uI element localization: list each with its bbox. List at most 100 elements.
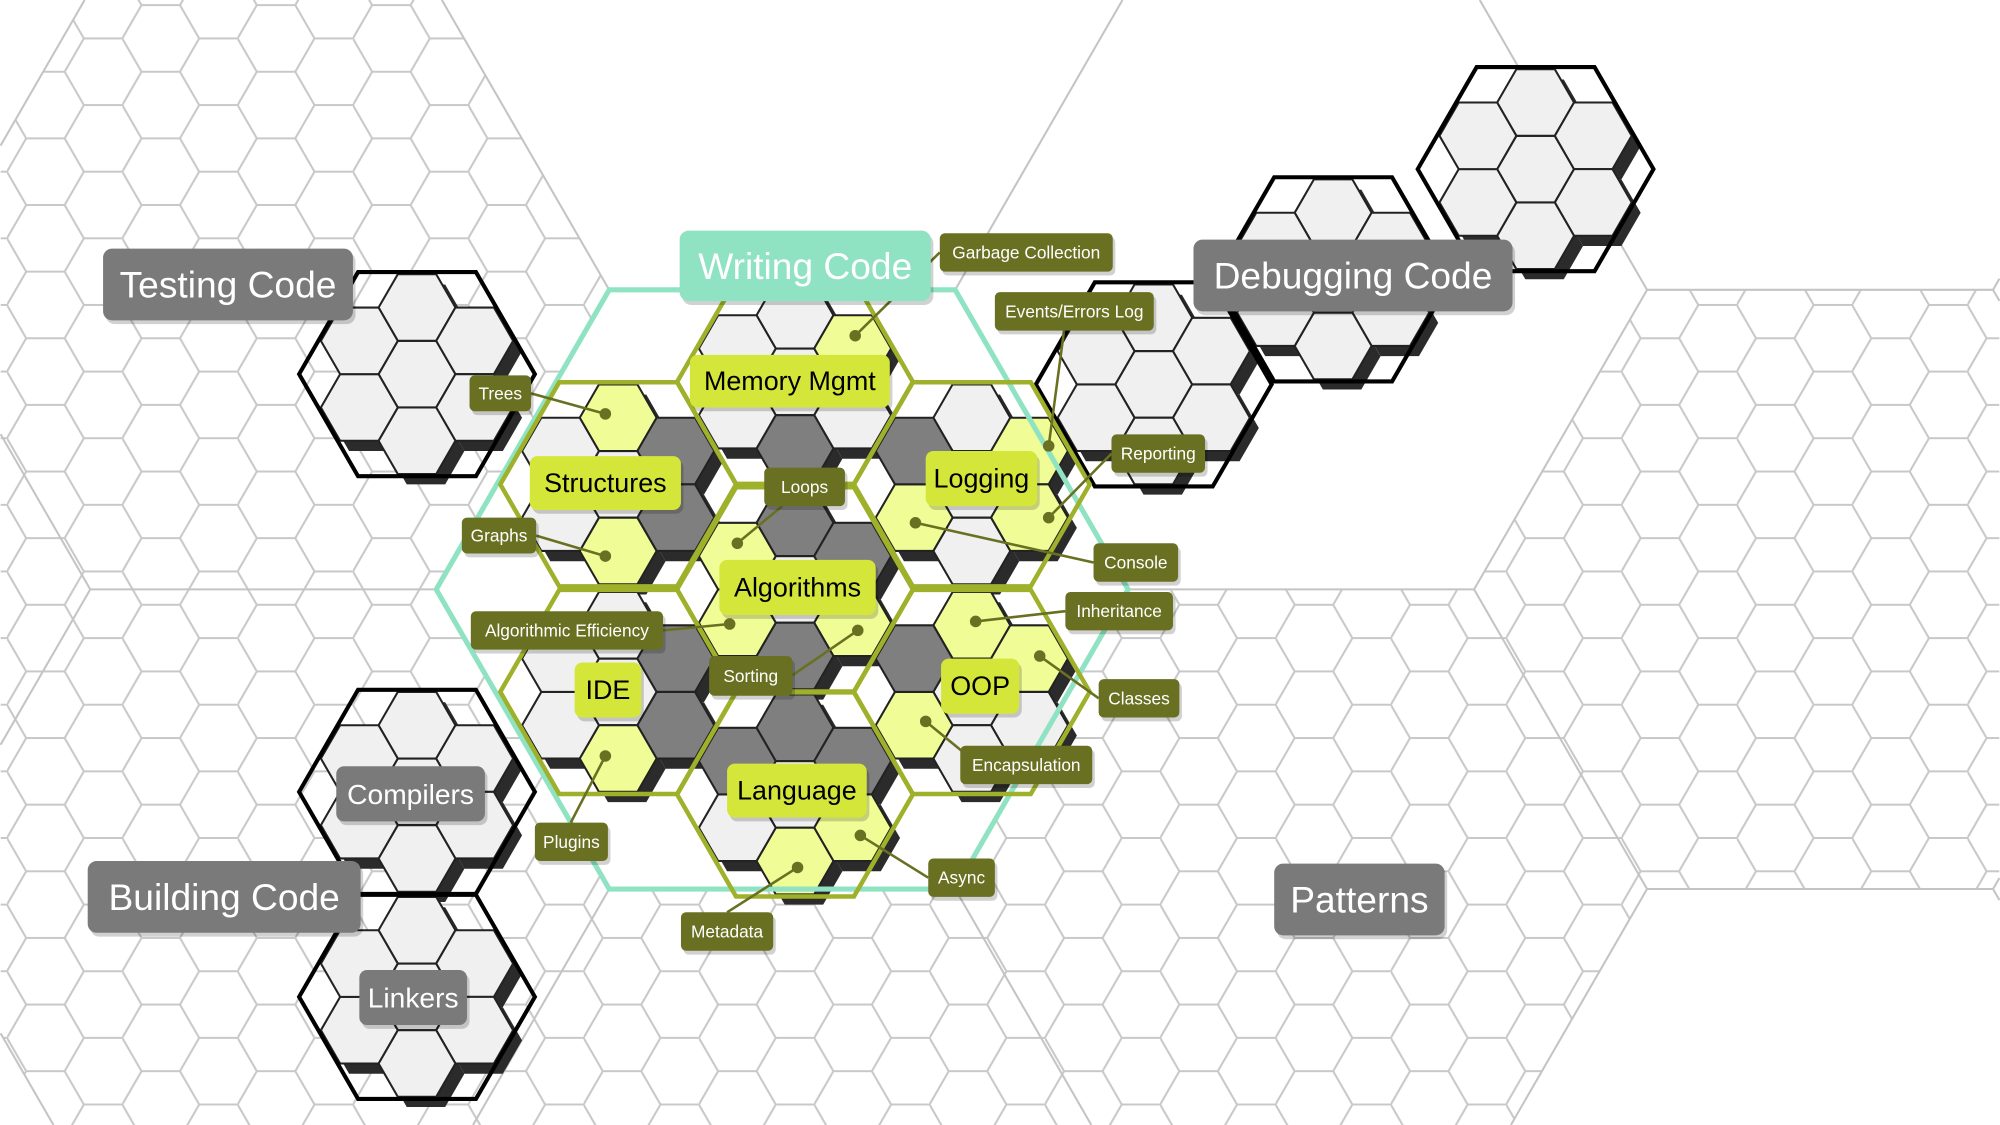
graphs-text: Graphs bbox=[471, 526, 528, 546]
label-building[interactable]: Building Code bbox=[87, 861, 364, 937]
background-hex-edge bbox=[440, 0, 611, 291]
connector-efficiency bbox=[662, 622, 730, 632]
background-hex-edge bbox=[1509, 888, 1648, 1125]
connector-metadata bbox=[726, 866, 799, 914]
label-sorting[interactable]: Sorting bbox=[709, 656, 795, 700]
label-efficiency[interactable]: Algorithmic Efficiency bbox=[470, 611, 666, 654]
efficiency-text: Algorithmic Efficiency bbox=[485, 620, 649, 640]
reporting-text: Reporting bbox=[1121, 444, 1196, 464]
encapsulation-text: Encapsulation bbox=[972, 755, 1081, 775]
labels: Writing Code Testing Code Debugging CodeBu… bbox=[87, 230, 1516, 1029]
connector-inheritance bbox=[975, 609, 1066, 623]
background-hex-edge bbox=[0, 433, 92, 590]
classes-text: Classes bbox=[1108, 688, 1170, 708]
dot-metadata bbox=[791, 861, 804, 874]
background-hex-edge bbox=[0, 1032, 55, 1125]
dot-trees bbox=[599, 408, 612, 420]
events-text: Events/Errors Log bbox=[1005, 301, 1143, 321]
topic-outline-structures bbox=[497, 380, 739, 589]
dot-plugins bbox=[599, 750, 612, 762]
label-linkers[interactable]: Linkers bbox=[359, 969, 470, 1029]
connector-sorting bbox=[791, 629, 859, 677]
testing-cluster bbox=[296, 270, 538, 485]
debugging-cluster-3 bbox=[1415, 64, 1656, 280]
trees-text: Trees bbox=[479, 383, 523, 403]
label-graphs[interactable]: Graphs bbox=[461, 517, 539, 558]
label-encapsulation[interactable]: Encapsulation bbox=[960, 745, 1095, 789]
memory-text: Memory Mgmt bbox=[704, 366, 876, 396]
background-hex-edge bbox=[1473, 289, 1648, 590]
connector-graphs bbox=[535, 534, 606, 558]
label-inheritance[interactable]: Inheritance bbox=[1065, 591, 1176, 635]
background-hex-edge bbox=[1992, 278, 2000, 291]
label-metadata[interactable]: Metadata bbox=[680, 912, 776, 955]
label-language[interactable]: Language bbox=[727, 763, 870, 822]
background-hex-edge bbox=[472, 888, 611, 1125]
connector-console bbox=[915, 521, 1094, 564]
writing-text: Writing Code bbox=[698, 245, 912, 287]
connector-events bbox=[1047, 330, 1066, 447]
label-events[interactable]: Events/Errors Log bbox=[994, 292, 1157, 335]
label-logging[interactable]: Logging bbox=[925, 451, 1040, 510]
label-debugging[interactable]: Debugging Code bbox=[1193, 239, 1516, 316]
dot-encapsulation bbox=[919, 715, 932, 728]
label-writing[interactable]: Writing Code bbox=[679, 230, 934, 305]
building-text: Building Code bbox=[109, 876, 340, 918]
label-trees[interactable]: Trees bbox=[469, 375, 534, 416]
connector-classes bbox=[1038, 654, 1100, 700]
label-plugins[interactable]: Plugins bbox=[534, 822, 611, 865]
label-compilers[interactable]: Compilers bbox=[336, 766, 488, 826]
label-oop[interactable]: OOP bbox=[941, 658, 1022, 718]
debugging-text: Debugging Code bbox=[1214, 254, 1493, 296]
dot-console bbox=[909, 517, 922, 529]
dot-efficiency bbox=[723, 618, 736, 630]
background-hex-edge bbox=[0, 588, 92, 746]
label-patterns[interactable]: Patterns bbox=[1274, 863, 1448, 940]
connector-async bbox=[859, 834, 929, 879]
background-hex-edge bbox=[1473, 588, 1648, 890]
label-async[interactable]: Async bbox=[928, 858, 998, 901]
metadata-text: Metadata bbox=[691, 922, 763, 942]
background-hex-edge bbox=[954, 888, 1093, 1125]
oop-text: OOP bbox=[950, 671, 1010, 701]
label-memory[interactable]: Memory Mgmt bbox=[689, 354, 893, 412]
plugins-text: Plugins bbox=[543, 832, 600, 852]
dot-events bbox=[1042, 440, 1055, 452]
background-hex-edge bbox=[1992, 289, 2000, 302]
connector-loops bbox=[736, 505, 783, 545]
dot-inheritance bbox=[969, 615, 982, 628]
logging-text: Logging bbox=[934, 464, 1030, 494]
dot-async bbox=[854, 829, 867, 842]
label-classes[interactable]: Classes bbox=[1098, 679, 1182, 722]
label-garbage[interactable]: Garbage Collection bbox=[939, 233, 1116, 276]
patterns-text: Patterns bbox=[1290, 878, 1428, 920]
label-loops[interactable]: Loops bbox=[764, 467, 848, 510]
background-hex-edge bbox=[0, 0, 86, 147]
inheritance-text: Inheritance bbox=[1076, 601, 1162, 621]
label-algorithms[interactable]: Algorithms bbox=[719, 559, 879, 619]
structures-text: Structures bbox=[544, 468, 667, 498]
language-text: Language bbox=[737, 776, 857, 806]
console-text: Console bbox=[1104, 553, 1167, 573]
ide-text: IDE bbox=[586, 675, 631, 705]
linkers-text: Linkers bbox=[368, 982, 459, 1014]
connector-plugins bbox=[569, 755, 607, 824]
writing-code-outline bbox=[433, 287, 1132, 892]
label-structures[interactable]: Structures bbox=[529, 456, 684, 514]
label-testing[interactable]: Testing Code bbox=[103, 248, 356, 325]
compilers-text: Compilers bbox=[347, 778, 474, 810]
label-ide[interactable]: IDE bbox=[574, 662, 644, 722]
dot-graphs bbox=[599, 550, 612, 562]
dot-garbage bbox=[849, 329, 861, 342]
loops-text: Loops bbox=[781, 477, 828, 497]
label-reporting[interactable]: Reporting bbox=[1111, 434, 1208, 477]
testing-text: Testing Code bbox=[120, 263, 337, 305]
connector-reporting bbox=[1047, 452, 1113, 519]
sorting-text: Sorting bbox=[723, 666, 778, 686]
dot-reporting bbox=[1042, 511, 1055, 524]
label-console[interactable]: Console bbox=[1093, 543, 1181, 586]
hex-cell bbox=[1438, 101, 1518, 171]
dot-classes bbox=[1033, 650, 1046, 662]
garbage-text: Garbage Collection bbox=[952, 242, 1100, 262]
